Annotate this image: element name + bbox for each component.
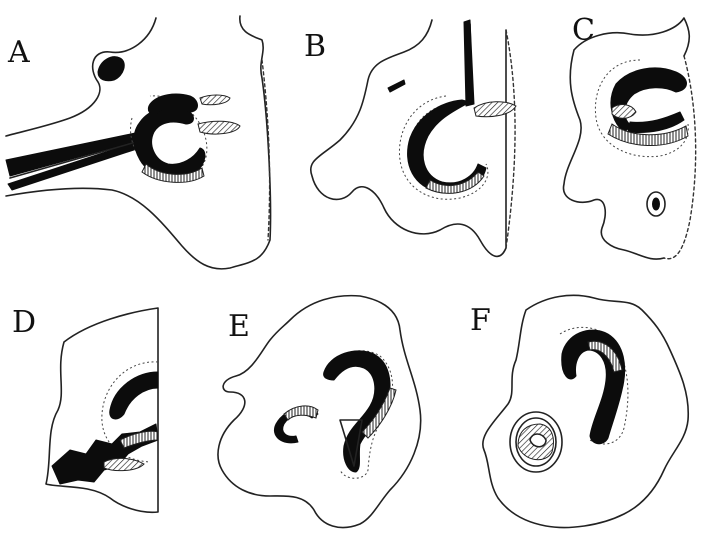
panel-b-outline [311,20,506,256]
panel-b: B [304,20,516,256]
panel-label-e: E [228,309,250,344]
panel-f-outline [483,295,688,527]
panel-a-stalk [6,132,148,176]
panel-e: E [218,296,421,528]
panel-b-dashed-edge [506,30,515,248]
panel-d: D [12,305,158,512]
panel-c-lower-arm [628,112,684,133]
panel-b-hatched-lobe [474,102,516,117]
panel-a-hatched-lobe-upper [200,95,230,105]
panel-a: A [6,16,271,269]
panel-label-b: B [304,29,326,64]
panel-f-ring-lumen [530,434,546,447]
panel-f: F [470,295,688,527]
panel-c-vessel-lumen [653,198,660,210]
panel-a-dorsal-mass [98,57,124,81]
panel-c-hatched-lobe [612,105,636,119]
panel-label-a: A [7,35,30,70]
panel-label-f: F [470,303,491,338]
panel-c: C [563,13,695,259]
panel-b-stalk [464,20,474,106]
panel-b-small-mark [388,80,405,92]
panel-a-hatched-lobe-lower [198,121,240,134]
panel-label-d: D [12,305,36,340]
